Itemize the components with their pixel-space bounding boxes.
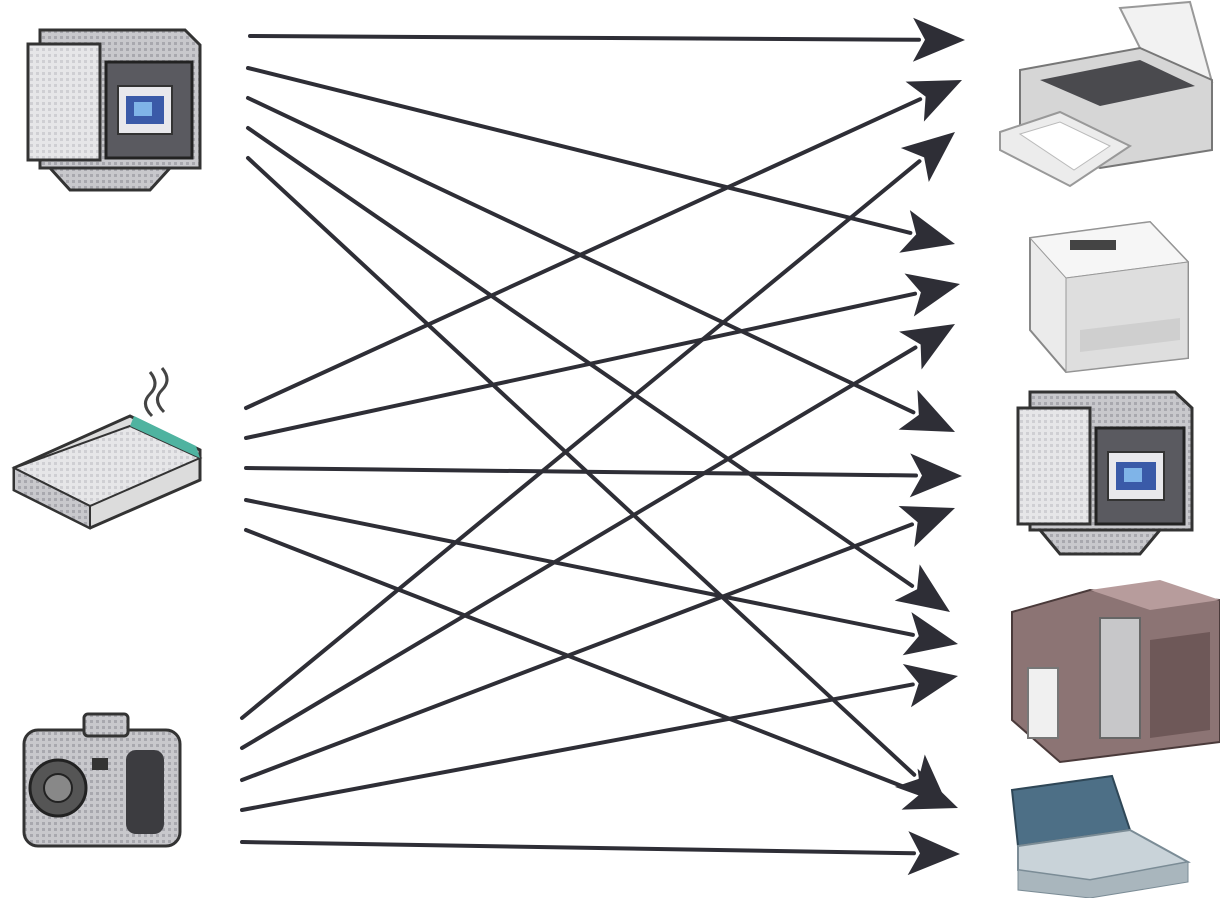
connection-arrow (240, 663, 958, 812)
connection-arrow (244, 528, 958, 810)
arrow-shaft (244, 466, 919, 478)
arrowhead (912, 17, 965, 62)
source-camera-icon (22, 712, 182, 848)
arrowhead (894, 564, 950, 612)
arrow-shaft (246, 66, 913, 235)
arrowhead (907, 831, 960, 876)
target-laser-printer-icon (1028, 220, 1190, 374)
connection-arrow (248, 17, 965, 62)
arrowhead (904, 273, 960, 317)
arrowhead (898, 505, 955, 548)
connection-arrow (246, 126, 950, 612)
arrow-shaft (240, 159, 922, 720)
arrow-shaft (240, 522, 915, 782)
arrow-shaft (244, 97, 923, 410)
connection-arrow (240, 324, 955, 750)
arrow-shaft (240, 345, 918, 750)
target-inkjet-printer-icon (999, 0, 1214, 188)
arrow-shaft (240, 682, 915, 812)
connection-arrow (240, 132, 955, 720)
connection-arrow (244, 498, 958, 656)
arrow-shaft (248, 34, 922, 42)
connection-arrow (246, 96, 955, 432)
target-scanner-icon (1010, 774, 1191, 898)
arrow-shaft (240, 840, 917, 856)
connection-arrow (244, 80, 962, 410)
connection-arrow (246, 156, 948, 806)
connection-arrow (240, 831, 960, 876)
connection-arrows (240, 17, 965, 876)
arrowhead (899, 324, 955, 370)
arrowhead (900, 132, 955, 183)
arrowhead (899, 210, 955, 253)
arrow-shaft (244, 498, 915, 637)
arrow-shaft (244, 528, 918, 794)
arrow-shaft (244, 291, 918, 440)
target-monitor-icon (1016, 390, 1194, 556)
source-modem-icon (11, 367, 203, 530)
arrowhead (902, 663, 958, 708)
arrowhead (901, 768, 958, 810)
connection-arrow (246, 66, 955, 253)
connection-arrow (244, 453, 962, 498)
connection-arrow (244, 273, 960, 440)
arrowhead (905, 80, 962, 122)
connection-arrow (240, 505, 955, 782)
target-printing-press-icon (1011, 580, 1220, 764)
arrowhead (909, 453, 962, 498)
arrow-shaft (246, 126, 915, 588)
source-computer-icon (26, 28, 202, 192)
arrow-shaft (246, 156, 917, 777)
arrowhead (902, 612, 958, 656)
arrowhead (898, 389, 955, 432)
